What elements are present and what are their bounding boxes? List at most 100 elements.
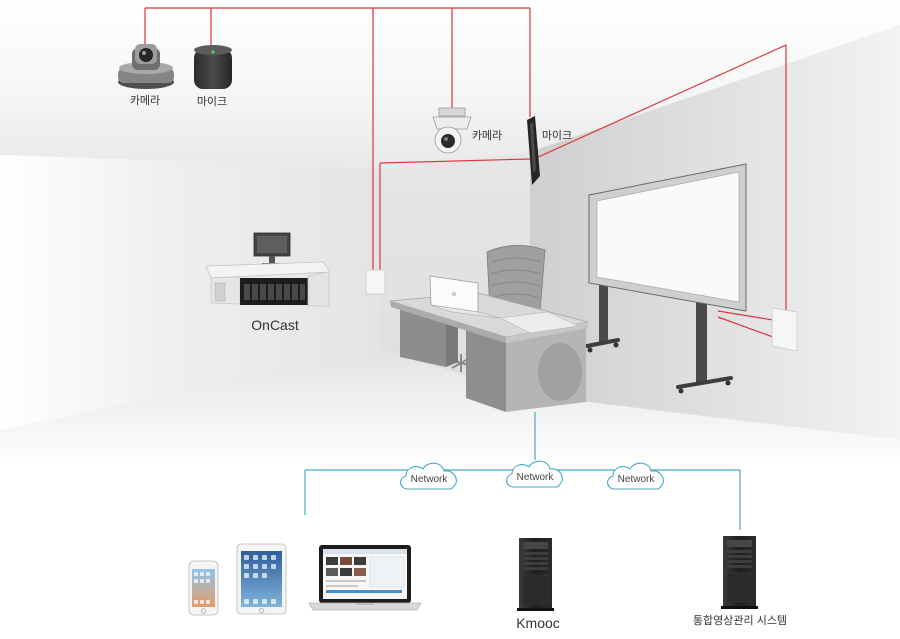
video-thumbnail xyxy=(340,568,352,576)
hanging-microphone-label: 마이크 xyxy=(542,129,572,142)
app-icon xyxy=(200,572,204,576)
network-cloud-label: Network xyxy=(411,474,449,485)
management-system-label: 통합영상관리 시스템 xyxy=(693,614,787,627)
desk-left-block xyxy=(400,306,446,367)
app-icon xyxy=(262,555,267,560)
app-icon xyxy=(206,572,210,576)
ceiling-camera-mount xyxy=(438,107,466,117)
server-drive-bays xyxy=(523,552,548,570)
ptz-camera-label: 카메라 xyxy=(130,94,160,107)
oncast-table-right-leg xyxy=(307,271,330,307)
wall-plate-right-icon xyxy=(771,307,798,352)
app-icon xyxy=(271,564,276,569)
drive-bay xyxy=(244,284,250,300)
network-cloud-1: Network xyxy=(400,462,457,490)
app-icon xyxy=(244,599,249,604)
chair-back-stripes xyxy=(490,257,542,299)
app-icon xyxy=(271,599,276,604)
drive-bay xyxy=(260,284,266,300)
server-top-panel xyxy=(523,542,548,549)
app-icon xyxy=(244,573,249,578)
ceiling-camera-label: 카메라 xyxy=(472,129,502,142)
desk-papers xyxy=(498,311,580,334)
oncast-encoder-station xyxy=(205,232,331,307)
left-wall xyxy=(0,155,380,430)
drive-bay xyxy=(284,284,290,300)
drive-bay xyxy=(268,284,274,300)
kmooc-server-icon xyxy=(517,538,554,611)
desk-pedestal-front xyxy=(466,322,506,412)
network-cloud-label: Network xyxy=(618,474,656,485)
smartphone-icon xyxy=(188,560,219,616)
content-bar xyxy=(326,590,402,593)
drive-bay xyxy=(292,284,298,300)
floor xyxy=(0,350,900,639)
tablet-icon xyxy=(236,543,287,615)
kmooc-label: Kmooc xyxy=(516,615,560,631)
server-vent-panel xyxy=(726,572,753,603)
app-icon xyxy=(262,564,267,569)
oncast-table-top xyxy=(205,261,331,279)
drive-bay xyxy=(727,560,752,563)
laptop-logo-icon xyxy=(451,291,457,297)
tablet-home-button xyxy=(258,607,265,614)
app-icon xyxy=(194,572,198,576)
signal-ceiling-diagonal xyxy=(535,44,787,310)
whiteboard-right-post xyxy=(696,296,707,384)
oncast-label: OnCast xyxy=(251,317,299,333)
smartphone-app-icons xyxy=(194,572,210,604)
management-server-icon xyxy=(721,536,758,609)
app-icon xyxy=(262,599,267,604)
video-thumbnail xyxy=(340,557,352,565)
ptz-camera-lens-glint xyxy=(142,51,146,55)
microphone-label: 마이크 xyxy=(197,95,227,108)
desk-pedestal-emblem xyxy=(538,343,582,401)
microphone-icon xyxy=(194,45,232,89)
smartphone-screen xyxy=(192,569,215,607)
signal-whiteboard-link xyxy=(717,310,774,321)
app-icon xyxy=(253,599,258,604)
server-feet xyxy=(721,606,758,609)
laptop-display-content xyxy=(326,556,405,593)
hanging-microphone-highlight xyxy=(530,122,536,173)
laptop-display-header xyxy=(323,549,407,554)
wall-plate-left-icon xyxy=(365,269,386,295)
content-bar xyxy=(326,580,366,582)
app-icon xyxy=(206,600,210,604)
lecture-desk xyxy=(389,245,589,412)
oncast-pc-tower xyxy=(214,282,226,302)
app-icon xyxy=(262,573,267,578)
cloud-icon xyxy=(607,462,664,490)
ceiling-camera-lens xyxy=(441,134,455,148)
video-thumbnail xyxy=(354,568,366,576)
app-icon xyxy=(244,564,249,569)
whiteboard-surface xyxy=(596,171,740,303)
whiteboard-left-foot xyxy=(585,338,620,348)
app-icon xyxy=(194,579,198,583)
whiteboard-wheel xyxy=(613,342,619,348)
signal-cabling xyxy=(144,7,787,338)
server-drive-bays xyxy=(727,550,752,568)
app-icon xyxy=(271,555,276,560)
server-feet xyxy=(517,608,554,611)
app-icon xyxy=(194,600,198,604)
whiteboard-left-post xyxy=(599,280,608,344)
cloud-icon xyxy=(400,462,457,490)
electronic-whiteboard xyxy=(585,163,747,394)
network-cloud-3: Network xyxy=(607,462,664,490)
ptz-camera-icon xyxy=(118,44,174,89)
drive-bay xyxy=(727,555,752,558)
ceiling-camera-icon xyxy=(432,107,472,154)
laptop-base xyxy=(308,602,422,611)
network-cloud-2: Network xyxy=(506,460,563,488)
hanging-microphone-icon xyxy=(527,116,540,185)
laptop-notch xyxy=(356,603,374,605)
video-thumbnail xyxy=(326,568,338,576)
video-thumbnail xyxy=(326,557,338,565)
app-icon xyxy=(253,573,258,578)
ceiling xyxy=(0,0,900,168)
whiteboard-wheel xyxy=(678,388,684,394)
network-cloud-label: Network xyxy=(517,472,555,483)
app-icon xyxy=(200,579,204,583)
